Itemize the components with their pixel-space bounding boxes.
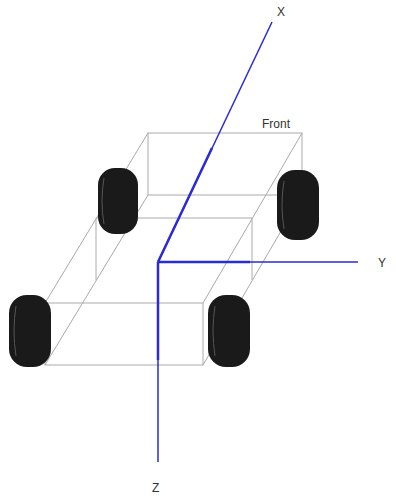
axis-label: Y bbox=[378, 257, 386, 269]
wheel bbox=[208, 295, 250, 367]
near-face bbox=[45, 303, 203, 365]
tyre bbox=[9, 295, 51, 367]
y-axis bbox=[158, 261, 358, 263]
x-axis bbox=[158, 22, 272, 262]
wheels bbox=[9, 168, 319, 367]
tyre bbox=[277, 170, 319, 240]
body-wireframe bbox=[45, 133, 302, 365]
y-axis-bold bbox=[158, 261, 250, 264]
wheel bbox=[9, 295, 51, 367]
mid-line bbox=[96, 218, 97, 280]
tyre-shade bbox=[213, 306, 215, 356]
x-axis-bold bbox=[158, 148, 212, 262]
axis-label: X bbox=[277, 6, 285, 18]
tyre-shade bbox=[102, 178, 104, 224]
z-axis bbox=[157, 262, 159, 462]
tyre bbox=[98, 168, 138, 234]
direction-label: Front bbox=[262, 118, 290, 130]
mid-line bbox=[252, 218, 253, 280]
tyre-shade bbox=[14, 306, 16, 356]
axes bbox=[158, 22, 358, 462]
wheel bbox=[98, 168, 138, 234]
wheel bbox=[277, 170, 319, 240]
tyre-shade bbox=[282, 181, 284, 229]
edge bbox=[45, 133, 148, 303]
z-axis-bold bbox=[157, 262, 160, 360]
axis-label: Z bbox=[152, 482, 159, 494]
tyre bbox=[208, 295, 250, 367]
